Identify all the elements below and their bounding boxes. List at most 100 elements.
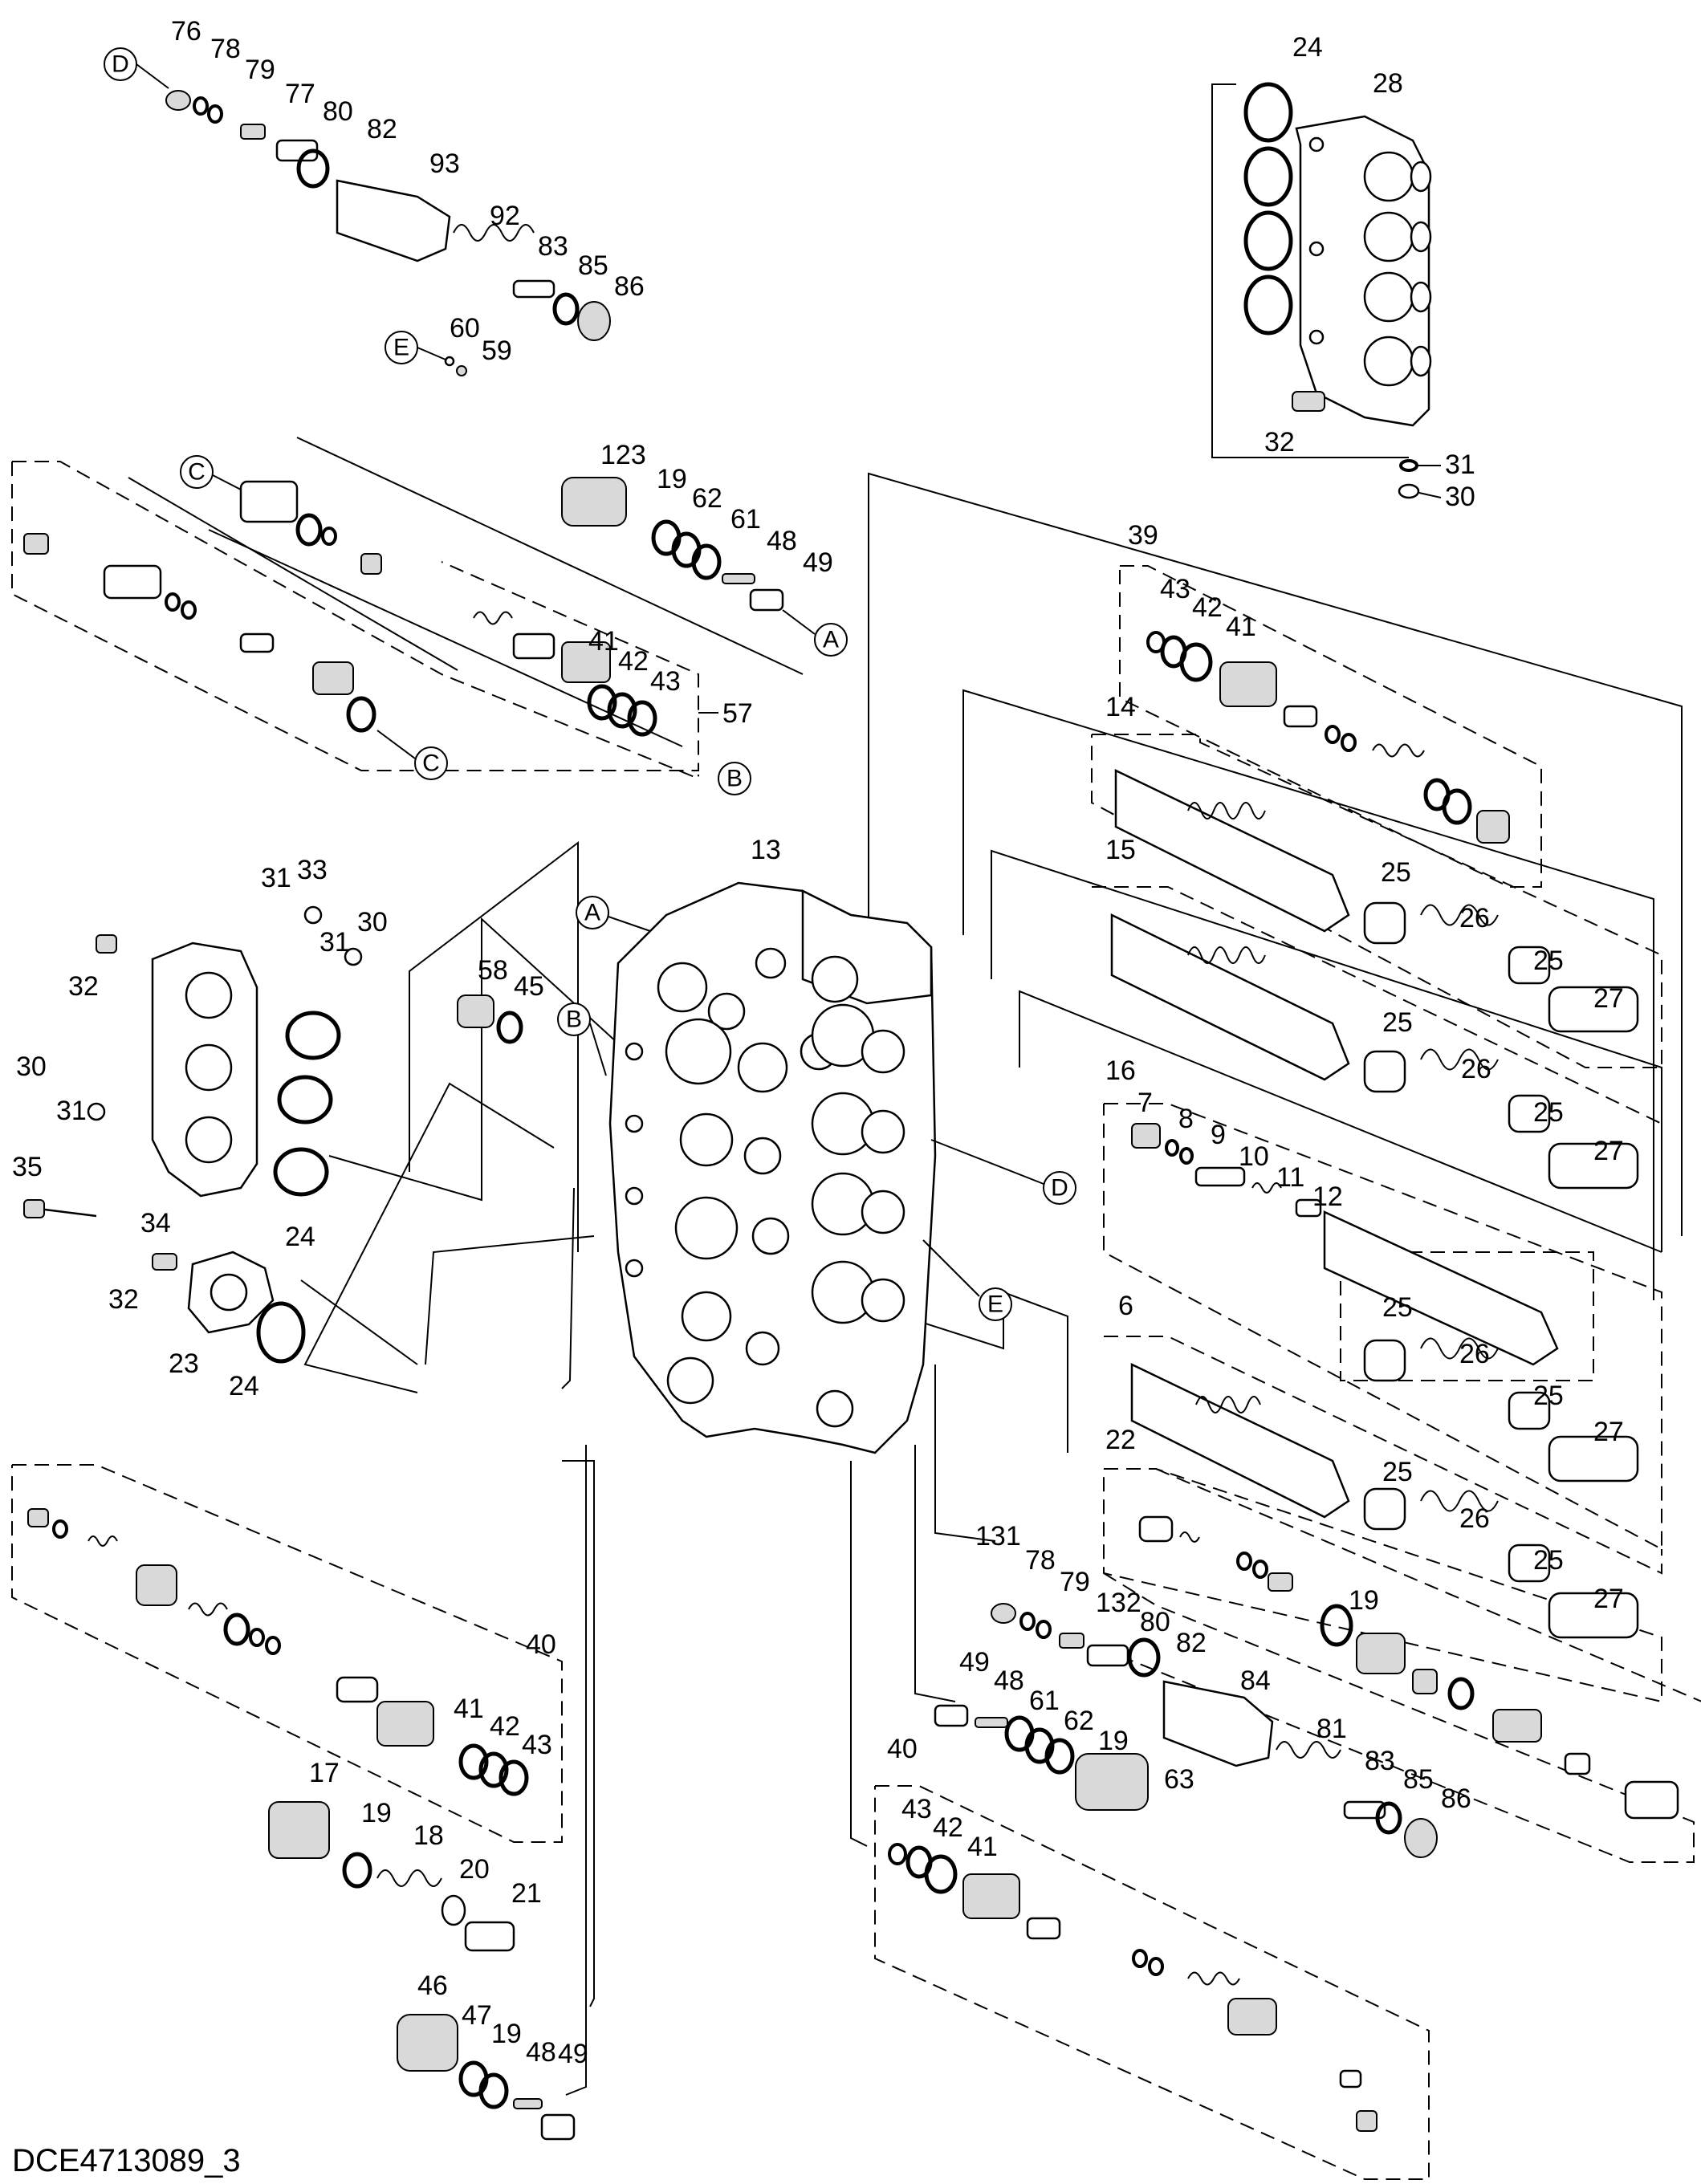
label-32-top: 32 (1264, 427, 1295, 458)
label-25-b: 25 (1533, 946, 1564, 976)
label-25-g: 25 (1382, 1457, 1413, 1487)
valve-group-39 (1146, 631, 1510, 844)
callout-b-body: B (557, 1003, 607, 1076)
svg-text:A: A (823, 627, 839, 653)
callout-b-mid: B (718, 762, 751, 795)
label-82: 82 (367, 114, 397, 144)
label-31-top: 31 (1445, 449, 1475, 480)
label-28: 28 (1373, 68, 1403, 99)
label-62-r: 62 (1064, 1706, 1094, 1736)
label-43-l: 43 (522, 1730, 552, 1760)
label-24-l: 24 (285, 1222, 315, 1252)
label-30-top: 30 (1445, 482, 1475, 512)
label-42-rb: 42 (933, 1812, 963, 1843)
label-27-a: 27 (1593, 983, 1624, 1014)
label-16: 16 (1105, 1055, 1136, 1086)
label-31-c: 31 (56, 1096, 87, 1126)
label-19-lb: 19 (491, 2019, 522, 2049)
label-30-a: 30 (357, 907, 388, 937)
svg-text:A: A (584, 900, 600, 926)
label-79-b: 79 (1060, 1567, 1090, 1597)
label-49-l: 49 (558, 2039, 588, 2069)
callout-c-top: C (180, 455, 242, 490)
label-18: 18 (413, 1820, 444, 1851)
label-45: 45 (514, 971, 544, 1002)
label-80: 80 (323, 96, 353, 127)
label-21: 21 (511, 1878, 542, 1909)
label-63: 63 (1164, 1764, 1194, 1795)
label-43-rb: 43 (901, 1794, 932, 1824)
label-48-r: 48 (994, 1665, 1024, 1696)
label-42-l: 42 (490, 1711, 520, 1742)
label-14: 14 (1105, 692, 1136, 722)
spool-14 (1114, 769, 1639, 1033)
cover-plate-28 (1243, 82, 1432, 499)
label-31-b: 31 (319, 927, 350, 958)
label-11: 11 (1276, 1162, 1304, 1193)
svg-text:B: B (726, 766, 743, 792)
relief-valve-bottom-right (991, 1603, 1438, 1858)
label-84: 84 (1240, 1665, 1271, 1696)
label-78: 78 (210, 34, 241, 64)
valve-group-40-left (27, 1508, 529, 1796)
label-42-r: 42 (1192, 592, 1223, 623)
plug-63-group (934, 1704, 1149, 1811)
label-76: 76 (171, 16, 201, 47)
label-49-top: 49 (803, 547, 833, 578)
label-86: 86 (614, 271, 645, 302)
svg-text:B: B (566, 1007, 582, 1033)
label-81: 81 (1316, 1714, 1347, 1744)
label-59: 59 (482, 336, 512, 366)
label-33: 33 (297, 855, 328, 885)
label-34: 34 (140, 1208, 171, 1238)
label-39: 39 (1128, 520, 1158, 551)
spool-15 (1110, 913, 1639, 1190)
dashed-assembly-outlines (11, 461, 1701, 2180)
label-26-b: 26 (1461, 1054, 1491, 1084)
label-80-b: 80 (1140, 1607, 1170, 1637)
label-26-d: 26 (1459, 1503, 1490, 1534)
label-85-b: 85 (1403, 1764, 1434, 1795)
label-46: 46 (417, 1970, 448, 2001)
svg-text:E: E (393, 335, 409, 361)
label-15: 15 (1105, 835, 1136, 865)
label-82-b: 82 (1176, 1628, 1207, 1658)
label-22: 22 (1105, 1425, 1136, 1455)
label-27-b: 27 (1593, 1136, 1624, 1166)
label-19-rb: 19 (1098, 1726, 1129, 1756)
label-31-a: 31 (261, 863, 291, 893)
part-number-labels: 76 78 79 77 80 82 93 92 83 85 86 60 59 2… (12, 16, 1624, 2069)
valve-group-40-right (888, 1843, 1377, 2132)
plug-58-group (457, 994, 523, 1044)
label-25-a: 25 (1381, 857, 1411, 888)
label-132: 132 (1096, 1588, 1141, 1618)
label-25-h: 25 (1533, 1545, 1564, 1576)
label-19-top: 19 (657, 464, 687, 494)
svg-text:D: D (112, 51, 129, 78)
svg-text:D: D (1051, 1175, 1068, 1202)
plug-46-group (397, 2014, 576, 2141)
label-83: 83 (538, 231, 568, 262)
label-25-c: 25 (1382, 1007, 1413, 1038)
label-48-l: 48 (526, 2037, 556, 2068)
label-57: 57 (722, 698, 753, 729)
label-60: 60 (450, 313, 480, 344)
label-93: 93 (429, 148, 460, 179)
label-92: 92 (490, 201, 520, 231)
label-49-r: 49 (959, 1647, 990, 1678)
label-7: 7 (1137, 1088, 1153, 1118)
frame-lines (128, 83, 1683, 2096)
plug-123-group (561, 477, 784, 612)
label-48-top: 48 (767, 526, 797, 556)
callout-d-body: D (930, 1139, 1076, 1205)
callout-c-mid: C (376, 730, 448, 780)
label-42-top: 42 (618, 646, 649, 677)
callout-e-body: E (922, 1239, 1012, 1321)
relief-valve-top-left (165, 90, 611, 376)
label-43-r: 43 (1160, 574, 1190, 604)
label-41-l: 41 (454, 1694, 484, 1724)
label-13: 13 (751, 835, 781, 865)
label-40-r: 40 (887, 1734, 918, 1764)
main-valve-body-13 (608, 881, 937, 1454)
